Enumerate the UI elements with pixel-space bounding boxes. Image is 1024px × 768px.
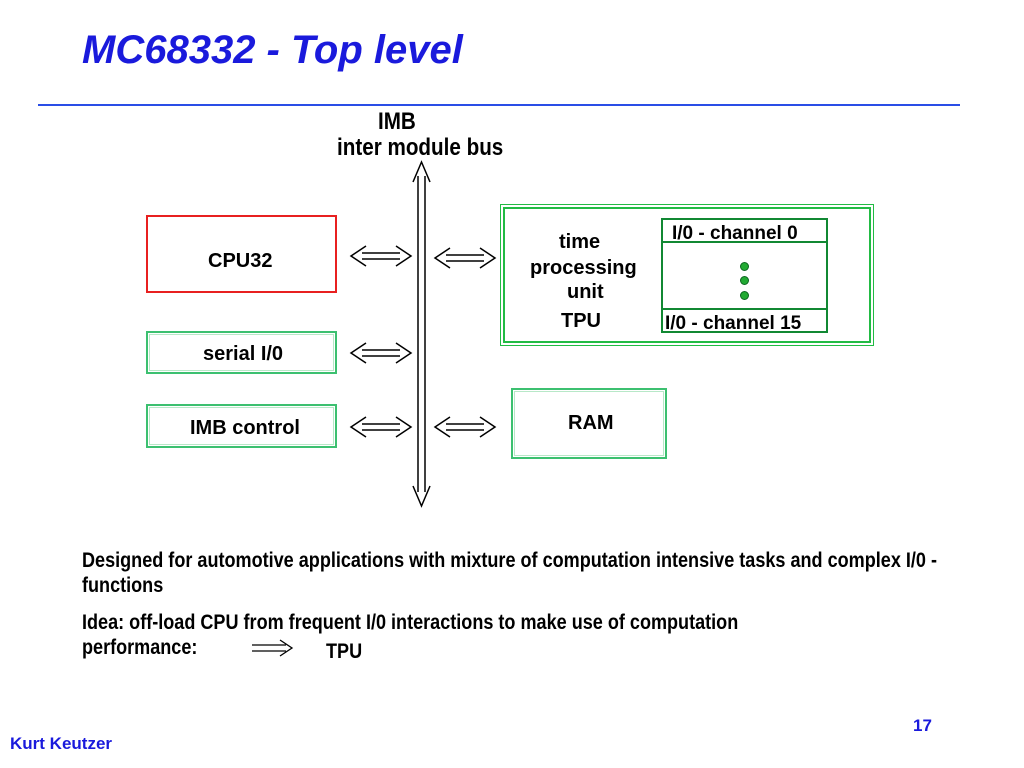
note-automotive: Designed for automotive applications wit… xyxy=(82,549,938,597)
serial-io-label: serial I/0 xyxy=(203,343,284,365)
tpu-label-line-3: unit xyxy=(567,281,604,303)
note-offload: Idea: off-load CPU from frequent I/0 int… xyxy=(82,611,739,659)
title-divider xyxy=(38,104,960,106)
tpu-short-label: TPU xyxy=(561,310,601,332)
cpu32-label: CPU32 xyxy=(208,250,273,272)
footer-author: Kurt Keutzer xyxy=(10,734,113,753)
page-number: 17 xyxy=(913,716,932,735)
channel-15-divider xyxy=(661,308,828,310)
ellipsis-dot-3 xyxy=(740,291,749,300)
channel-15-label: I/0 - channel 15 xyxy=(665,313,802,334)
cpu32-block xyxy=(146,215,337,293)
serial-bus-connector-icon xyxy=(349,342,413,364)
serial-io-block xyxy=(146,331,337,374)
tpu-label-line-2: processing xyxy=(530,257,637,279)
slide-title: MC68332 - Top level xyxy=(82,28,463,72)
ellipsis-dot-1 xyxy=(740,262,749,271)
io-channels-column xyxy=(661,218,828,333)
ram-label: RAM xyxy=(568,412,614,434)
bus-sublabel: inter module bus xyxy=(337,134,504,161)
channel-0-label: I/0 - channel 0 xyxy=(672,224,798,240)
channel-0-divider xyxy=(661,241,828,243)
tpu-block xyxy=(500,204,874,346)
imb-control-bus-connector-icon xyxy=(349,416,413,438)
imb-control-label: IMB control xyxy=(190,417,300,439)
note-tpu-target: TPU xyxy=(326,640,363,663)
ram-block xyxy=(511,388,667,459)
inter-module-bus-arrow xyxy=(412,160,431,508)
ellipsis-dot-2 xyxy=(740,276,749,285)
cpu-bus-connector-icon xyxy=(349,245,413,267)
ram-bus-connector-icon xyxy=(433,416,497,438)
tpu-bus-connector-icon xyxy=(433,247,497,269)
bus-label: IMB xyxy=(378,108,416,135)
imb-control-block xyxy=(146,404,337,448)
tpu-label-line-1: time xyxy=(559,231,601,253)
implies-arrow-icon xyxy=(252,639,294,657)
